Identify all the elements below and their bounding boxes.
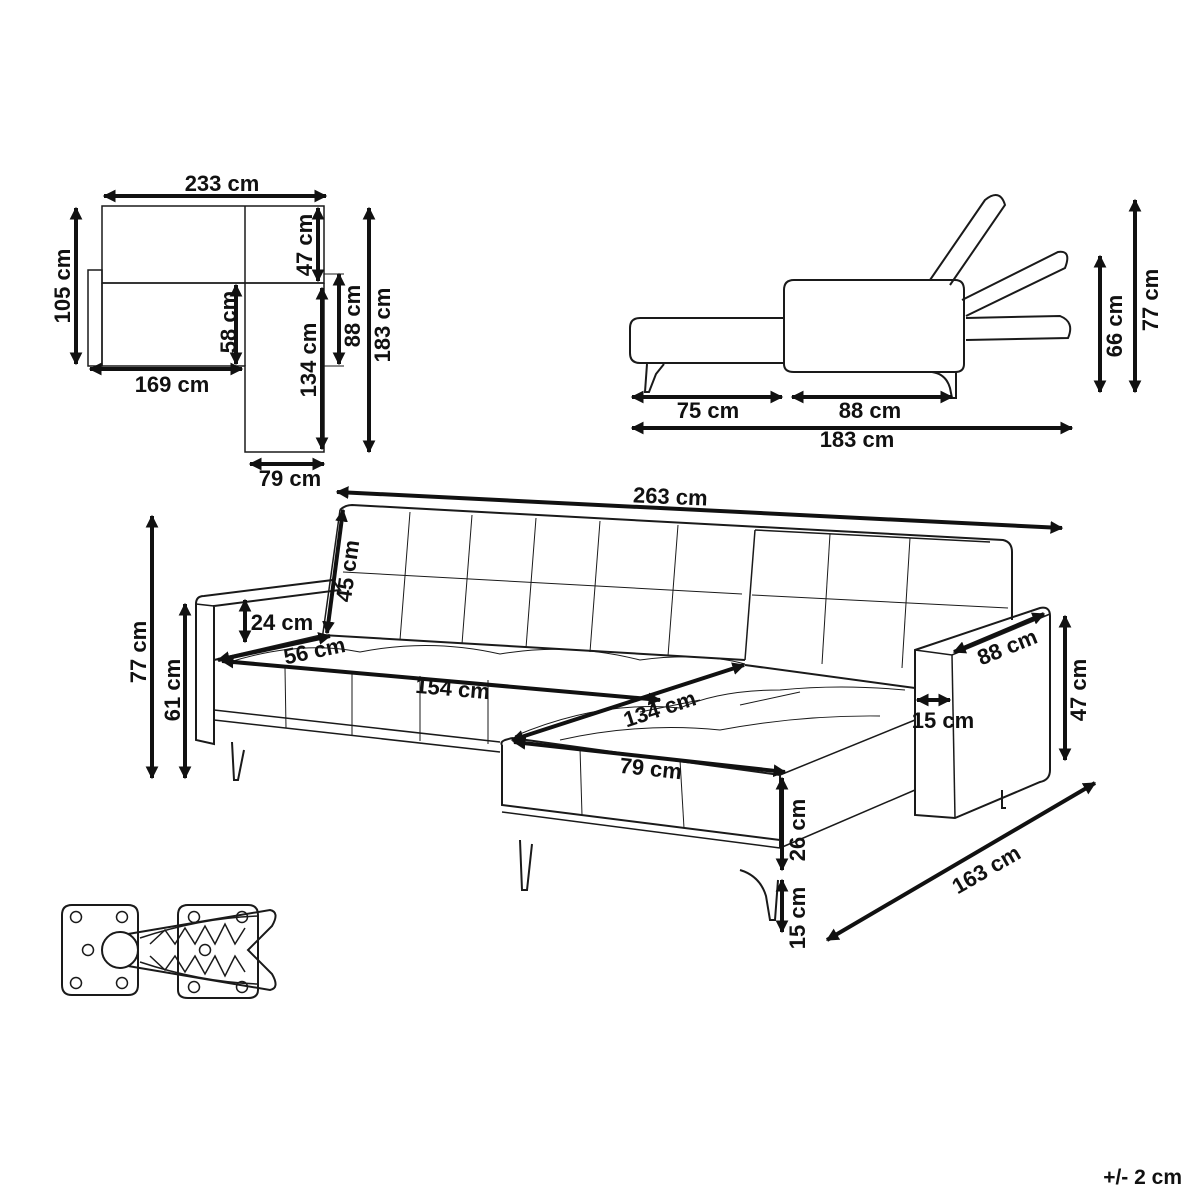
main-total-height-label: 77 cm — [126, 621, 151, 683]
top-view-dimensions — [69, 189, 376, 471]
main-seat-depth-label: 56 cm — [281, 632, 347, 669]
main-seat-height-label: 61 cm — [160, 659, 185, 721]
side-section-a-label: 75 cm — [677, 398, 739, 423]
side-flat-height-label: 66 cm — [1102, 295, 1127, 357]
side-total-label: 183 cm — [820, 427, 895, 452]
side-section-b-label: 88 cm — [839, 398, 901, 423]
top-view-outline — [87, 205, 325, 453]
main-arm-height-label: 47 cm — [1066, 659, 1091, 721]
main-arm-width-label: 15 cm — [912, 708, 974, 733]
top-seat-depth-label: 58 cm — [216, 291, 241, 353]
main-back-height-label: 45 cm — [331, 538, 364, 603]
top-depth-label: 105 cm — [50, 249, 75, 324]
top-total-width-label: 233 cm — [185, 171, 260, 196]
top-chaise-width-label: 79 cm — [259, 466, 321, 491]
tolerance-note: +/- 2 cm — [1103, 1166, 1182, 1189]
top-total-length-label: 183 cm — [370, 288, 395, 363]
side-view-dimensions — [630, 198, 1142, 435]
main-seat-width-label: 154 cm — [414, 673, 491, 704]
hinge-mechanism-illustration — [61, 904, 277, 999]
top-chaise-length-label: 134 cm — [296, 323, 321, 398]
top-back-depth-label: 47 cm — [292, 214, 317, 276]
main-width-label: 263 cm — [633, 482, 709, 510]
main-leg-height-label: 15 cm — [785, 887, 810, 949]
top-chaise-depth-label: 88 cm — [340, 285, 365, 347]
sofa-perspective-dimensions — [145, 486, 1097, 942]
main-armrest-height-label: 24 cm — [251, 610, 313, 635]
main-seat-thickness-label: 26 cm — [785, 799, 810, 861]
side-view-outline — [629, 194, 1072, 399]
side-raised-height-label: 77 cm — [1138, 269, 1163, 331]
top-sofa-width-label: 169 cm — [135, 372, 210, 397]
main-chaise-width-label: 79 cm — [618, 753, 683, 784]
